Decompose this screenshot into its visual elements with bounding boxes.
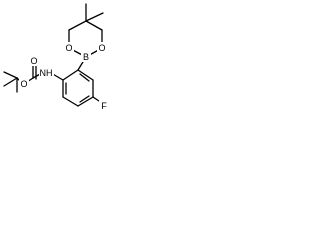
- ring-oxygen-left-label: O: [65, 43, 72, 53]
- fluorine-label: F: [101, 101, 107, 111]
- bond-tbu-methyl-a: [3, 71, 18, 79]
- benzene-ring: [62, 69, 94, 107]
- ring-oxygen-right-label: O: [98, 43, 105, 53]
- atom-labels: O O B NH O O F: [19, 42, 109, 111]
- chemical-structure: O O B NH O O F: [3, 3, 109, 111]
- ester-oxygen-label: O: [20, 79, 27, 89]
- ring-bond-6: [77, 69, 94, 81]
- ring-bond-4: [77, 96, 94, 107]
- bond-tbu-methyl-b: [3, 77, 18, 87]
- ring-double-3: [79, 73, 90, 82]
- ring-bond-1: [62, 69, 79, 81]
- carbonyl-oxygen-label: O: [30, 56, 37, 66]
- boron-label: B: [83, 52, 89, 62]
- ring-double-2: [79, 95, 90, 103]
- amide-nitrogen-label: NH: [40, 68, 53, 78]
- bond-cme2-ch2-right: [85, 20, 103, 31]
- bond-methyl-b: [85, 12, 104, 22]
- ring-bond-3: [62, 96, 79, 107]
- bond-cme2-ch2-left: [68, 20, 87, 31]
